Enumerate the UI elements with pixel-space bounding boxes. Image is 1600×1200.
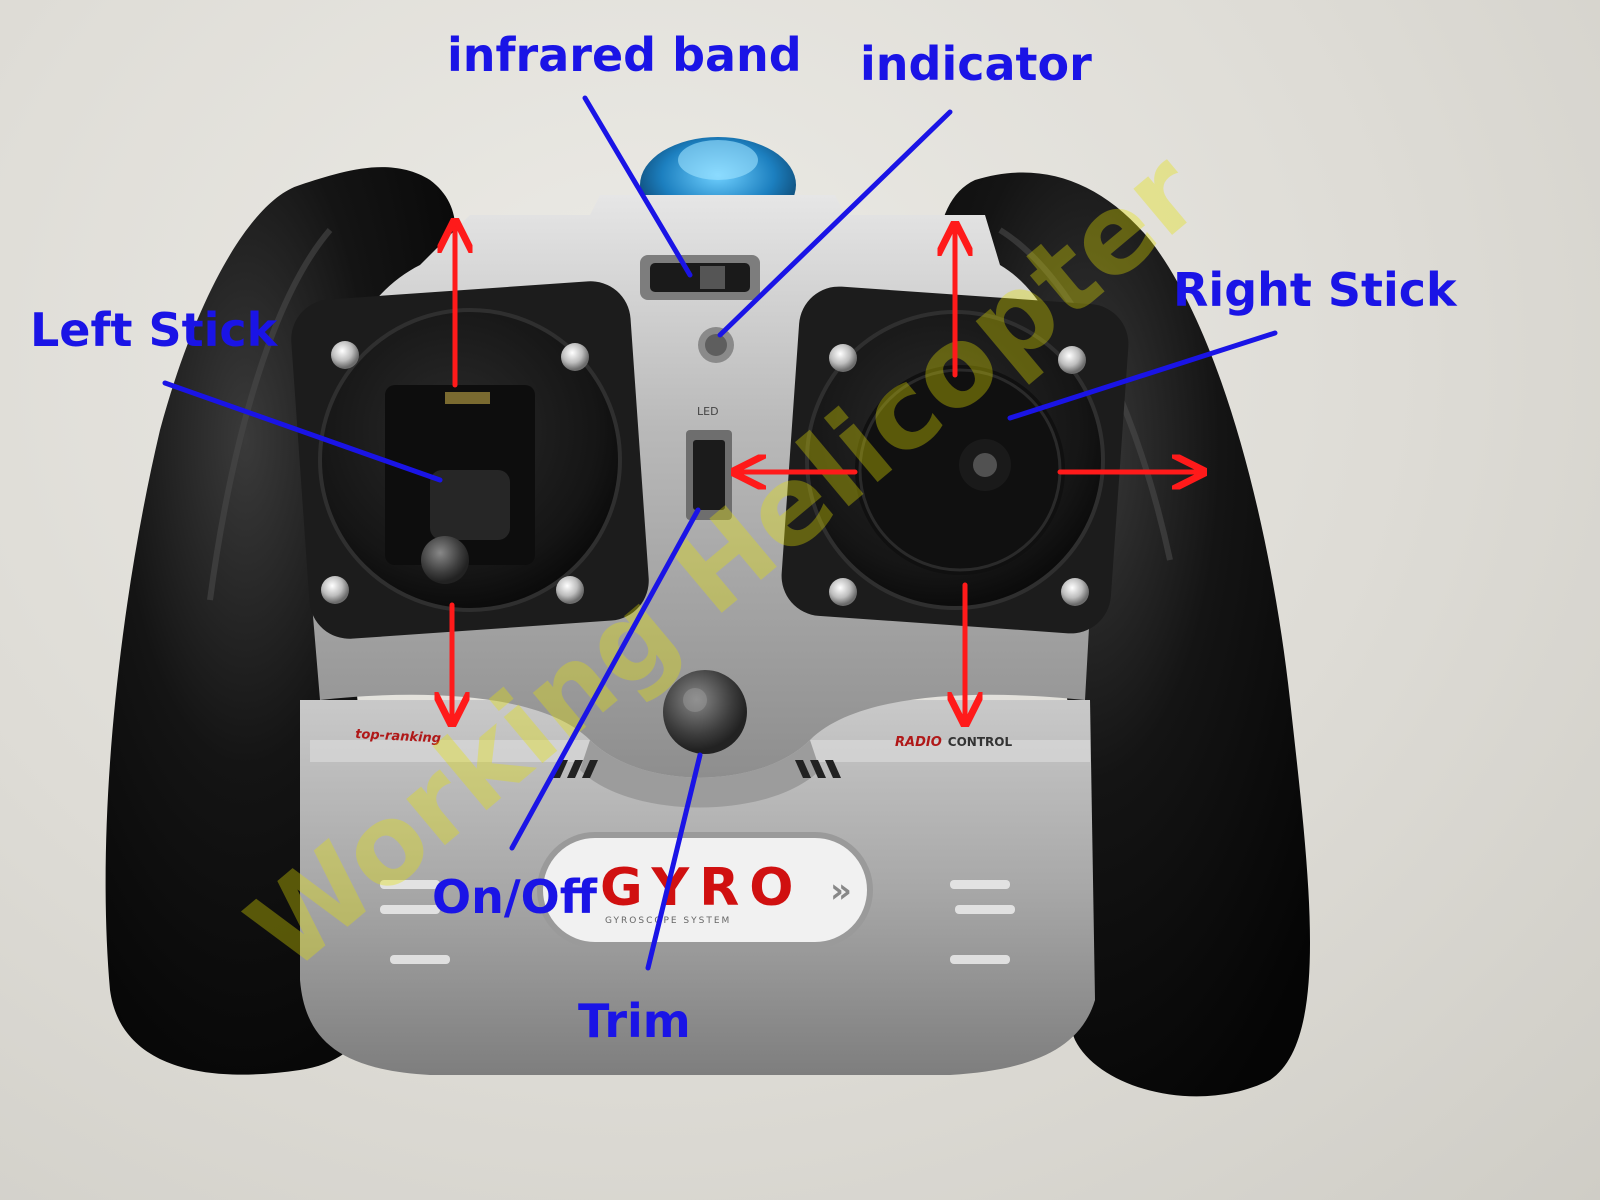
leader-on-off: [509, 507, 701, 851]
brand-subtitle: GYROSCOPE SYSTEM: [605, 916, 731, 926]
trim-knob: [663, 670, 747, 754]
label-infrared-band: infrared band: [447, 28, 802, 82]
left-grip-highlight: [207, 228, 333, 601]
label-trim: Trim: [578, 994, 691, 1048]
leader-infrared: [582, 95, 693, 278]
vent-slots: [380, 880, 1015, 964]
left-stick-screws: [321, 341, 589, 604]
leader-indicator: [717, 109, 953, 338]
stripe-marks: [552, 760, 841, 778]
power-switch: LED: [686, 405, 732, 520]
brand-logo: GYRO: [600, 858, 803, 918]
label-on-off: On/Off: [432, 870, 598, 924]
left-stick-assembly: [291, 281, 649, 639]
chevron-right-icon: »: [830, 871, 852, 911]
trim-surround: [580, 740, 820, 808]
label-indicator: indicator: [860, 37, 1092, 91]
left-print: top-ranking: [355, 727, 442, 746]
leader-lines: [162, 95, 1278, 971]
direction-arrows: [452, 225, 1200, 720]
right-stick-screws: [829, 344, 1089, 606]
leader-right-stick: [1007, 330, 1278, 421]
label-left-stick: Left Stick: [30, 303, 279, 357]
leader-left-stick: [162, 380, 443, 483]
label-right-stick: Right Stick: [1173, 263, 1458, 317]
switch-mark: LED: [697, 405, 719, 418]
infrared-band-switch: [640, 255, 760, 300]
indicator-led: [698, 327, 734, 363]
leader-trim: [645, 752, 703, 971]
gyro-badge: GYRO GYROSCOPE SYSTEM »: [537, 832, 873, 948]
